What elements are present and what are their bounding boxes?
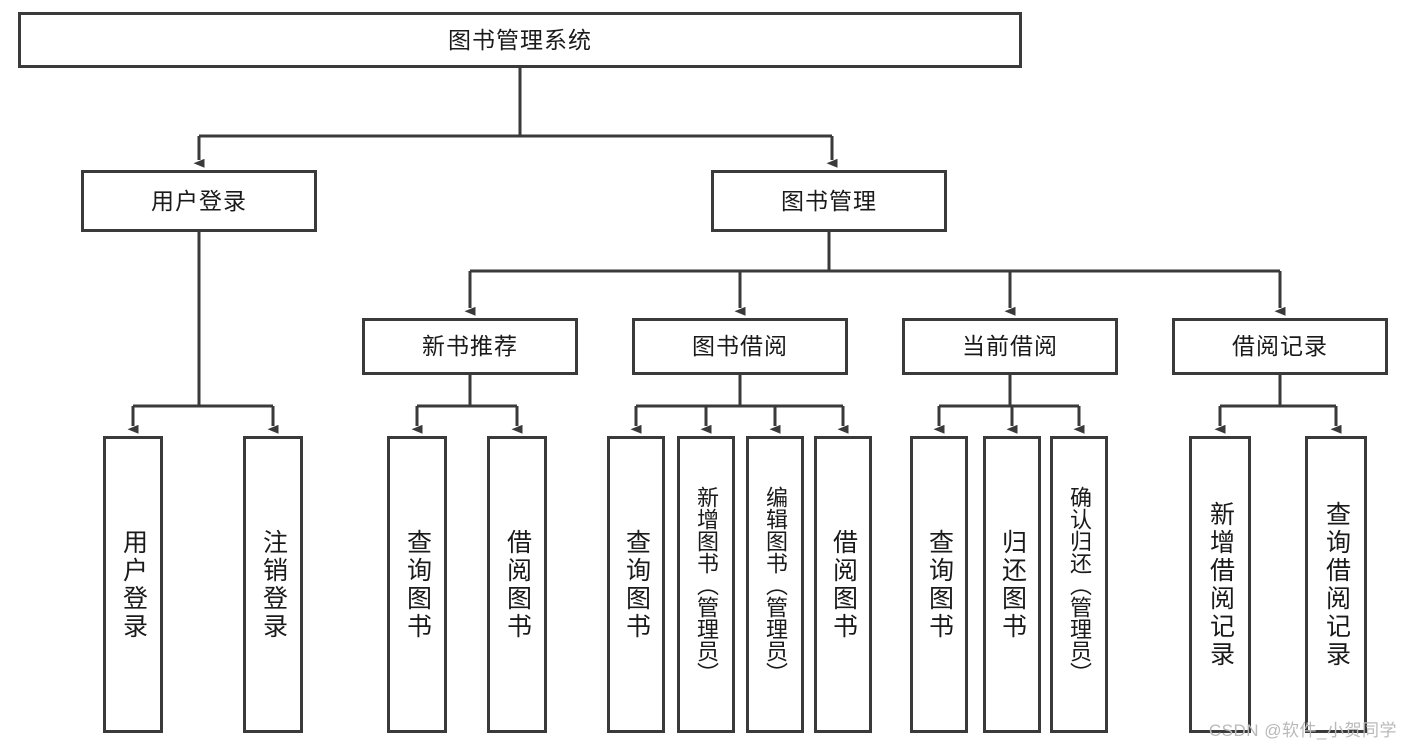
node-book-management-label: 图书管理 (781, 187, 877, 214)
leaf-borrow-book-new-label: 借阅图书 (503, 528, 532, 641)
leaf-query-borrow-record-label: 查询借阅记录 (1322, 500, 1351, 669)
node-book-borrow-label: 图书借阅 (692, 333, 788, 360)
node-new-book-recommend-label: 新书推荐 (422, 333, 518, 360)
leaf-borrow-book[interactable]: 借阅图书 (814, 436, 872, 733)
leaf-query-book[interactable]: 查询图书 (607, 436, 665, 733)
node-current-borrow-label: 当前借阅 (962, 333, 1058, 360)
leaf-user-login-label: 用户登录 (119, 528, 148, 641)
leaf-return-book-label: 归还图书 (998, 528, 1027, 641)
leaf-query-book-new-label: 查询图书 (403, 528, 432, 641)
leaf-query-borrow-record[interactable]: 查询借阅记录 (1305, 436, 1367, 733)
leaf-query-book-current-label: 查询图书 (925, 528, 954, 641)
node-borrow-record[interactable]: 借阅记录 (1172, 318, 1388, 375)
leaf-edit-book-admin-label: 编辑图书（管理员） (763, 485, 788, 684)
node-book-management[interactable]: 图书管理 (711, 170, 947, 232)
leaf-edit-book-admin[interactable]: 编辑图书（管理员） (746, 436, 804, 733)
leaf-logout[interactable]: 注销登录 (243, 436, 303, 733)
leaf-add-borrow-record-label: 新增借阅记录 (1206, 500, 1235, 669)
node-book-borrow[interactable]: 图书借阅 (632, 318, 848, 375)
leaf-add-book-admin[interactable]: 新增图书（管理员） (677, 436, 735, 733)
leaf-query-book-current[interactable]: 查询图书 (910, 436, 968, 733)
leaf-return-book[interactable]: 归还图书 (983, 436, 1041, 733)
node-new-book-recommend[interactable]: 新书推荐 (362, 318, 578, 375)
leaf-query-book-label: 查询图书 (622, 528, 651, 641)
leaf-borrow-book-new[interactable]: 借阅图书 (487, 436, 547, 733)
leaf-confirm-return-admin[interactable]: 确认归还（管理员） (1050, 436, 1108, 733)
leaf-user-login[interactable]: 用户登录 (103, 436, 163, 733)
leaf-borrow-book-label: 借阅图书 (829, 528, 858, 641)
node-borrow-record-label: 借阅记录 (1232, 333, 1328, 360)
node-user-login-label: 用户登录 (151, 187, 247, 214)
node-user-login[interactable]: 用户登录 (81, 170, 317, 232)
node-root[interactable]: 图书管理系统 (18, 12, 1022, 68)
node-root-label: 图书管理系统 (448, 26, 592, 53)
leaf-logout-label: 注销登录 (259, 528, 288, 641)
node-current-borrow[interactable]: 当前借阅 (902, 318, 1118, 375)
leaf-add-borrow-record[interactable]: 新增借阅记录 (1189, 436, 1251, 733)
leaf-query-book-new[interactable]: 查询图书 (387, 436, 447, 733)
leaf-confirm-return-admin-label: 确认归还（管理员） (1067, 485, 1092, 684)
leaf-add-book-admin-label: 新增图书（管理员） (694, 485, 719, 684)
